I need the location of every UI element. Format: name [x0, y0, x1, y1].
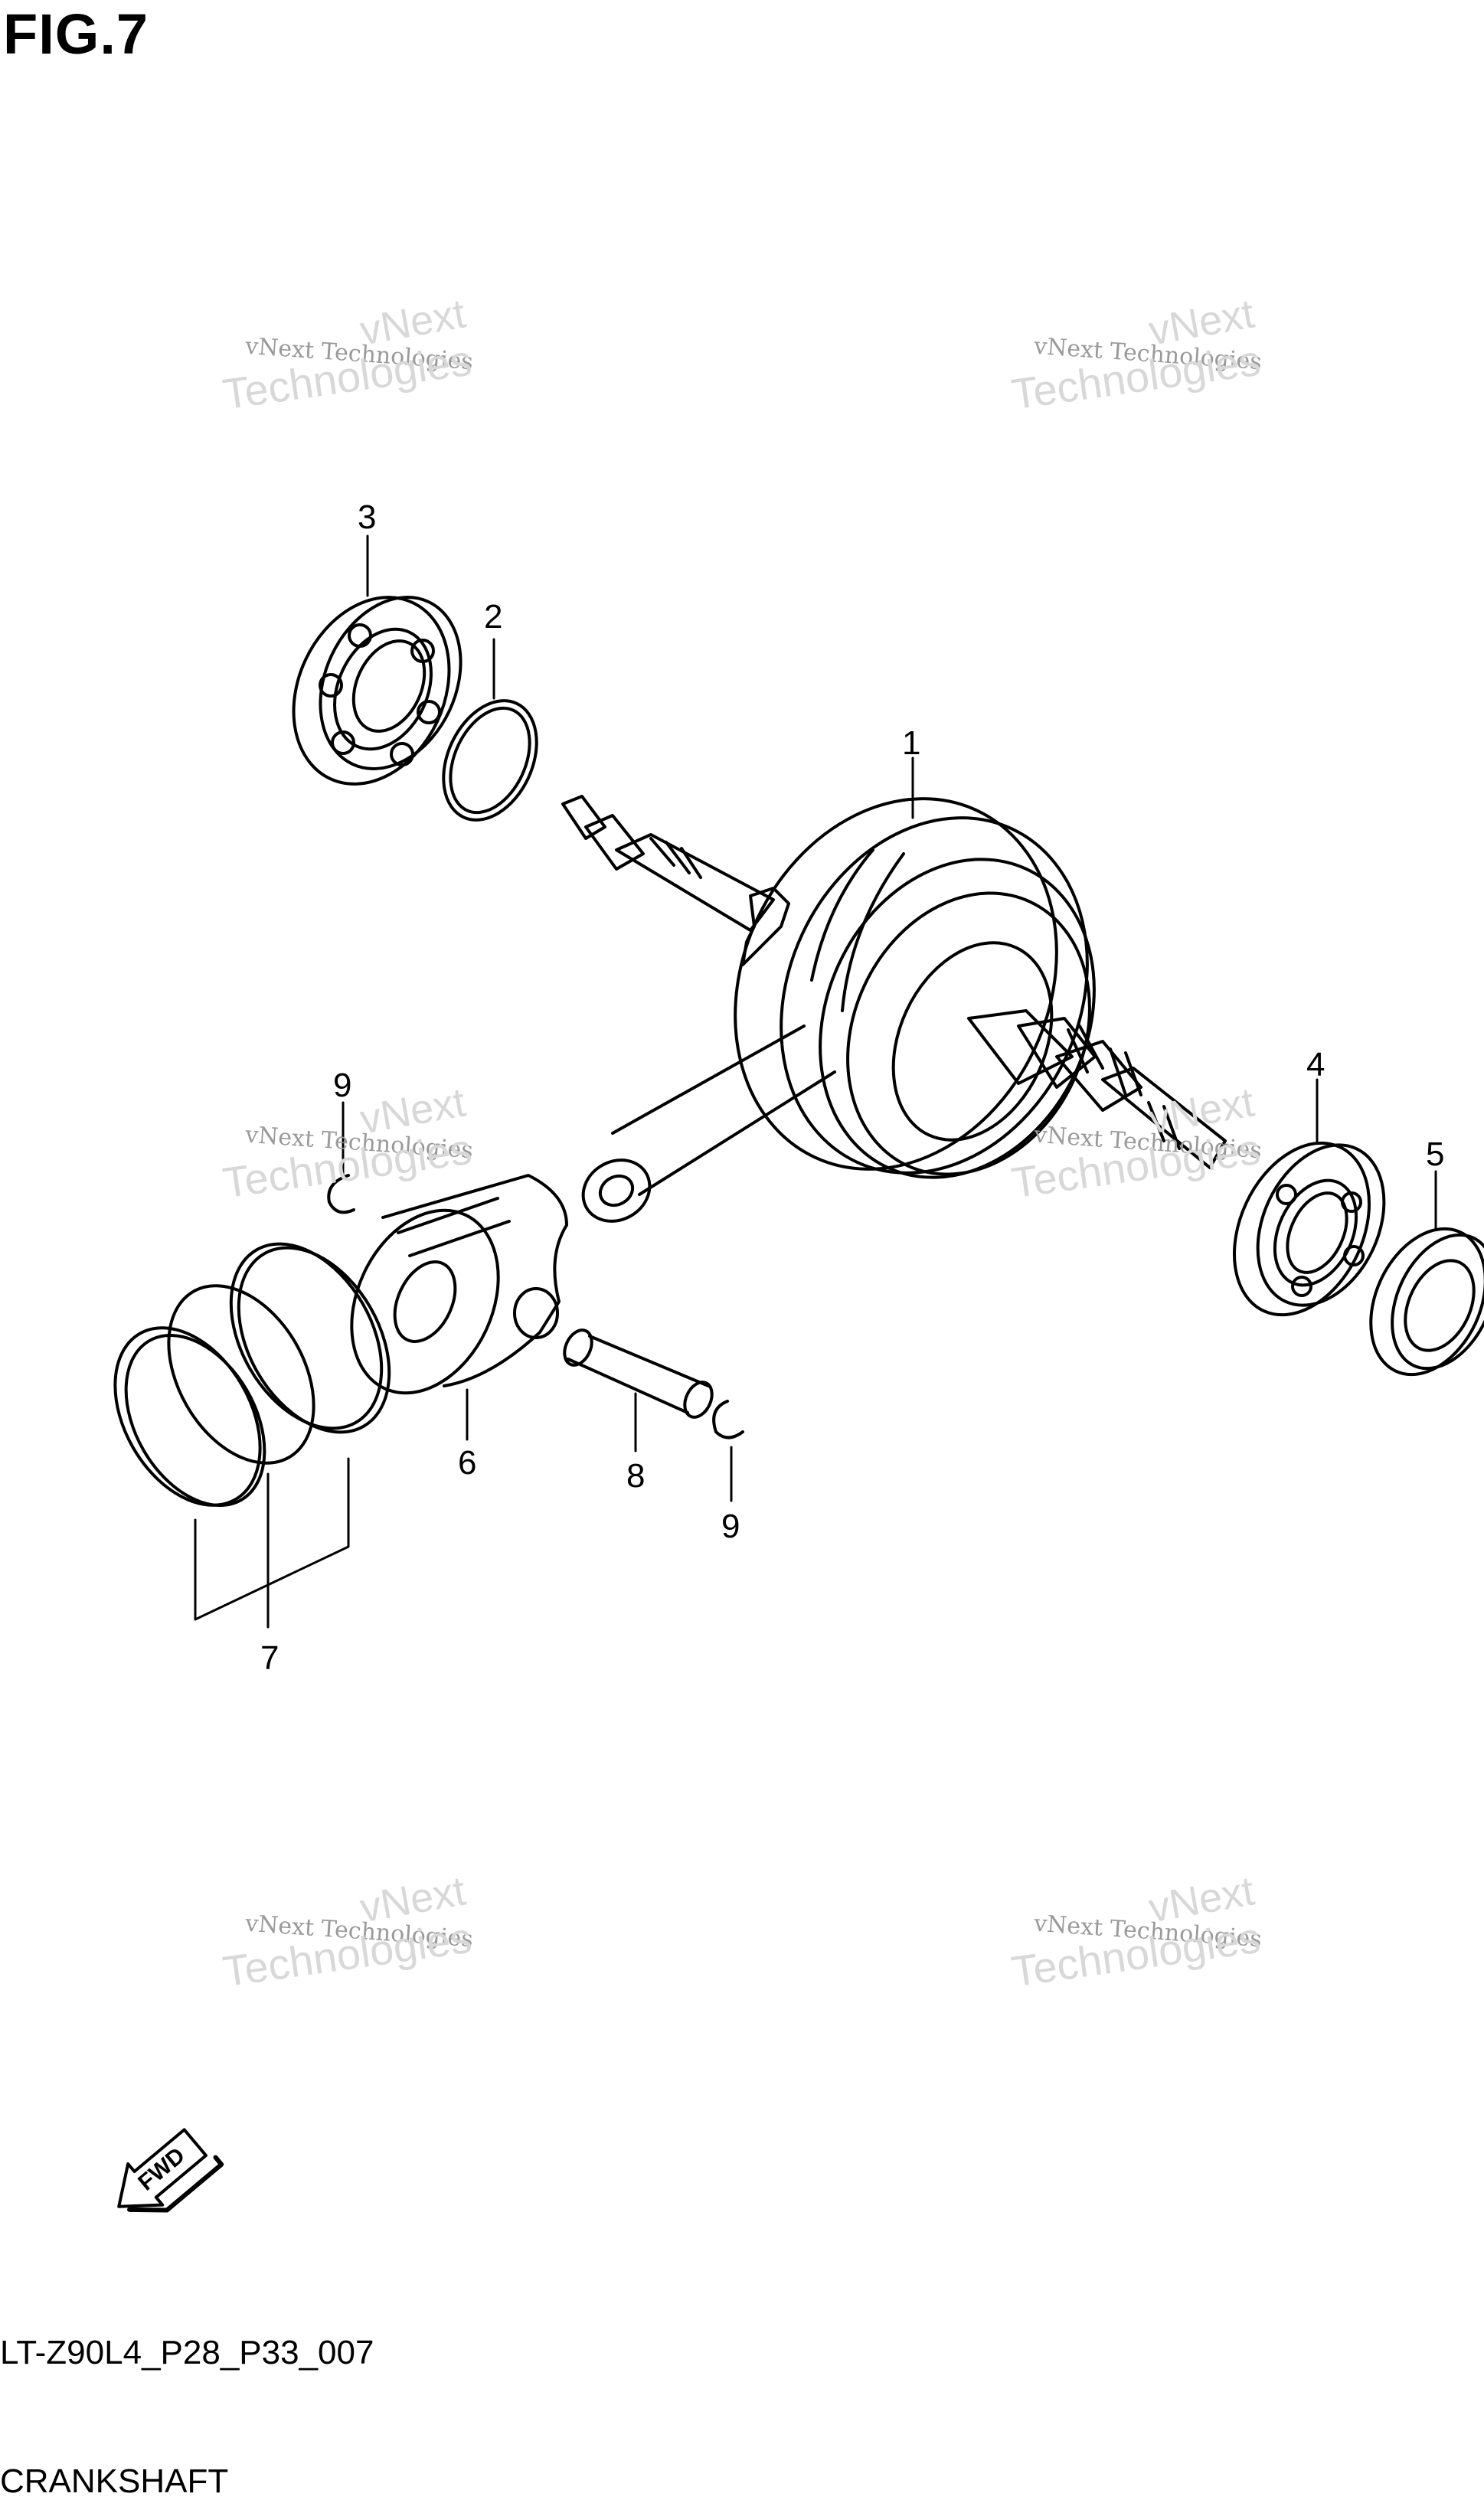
crankshaft-part-1 — [561, 795, 1227, 1223]
callout-8: 8 — [626, 1457, 645, 1495]
bearing-part-3 — [292, 596, 463, 786]
diagram-name: CRANKSHAFT — [0, 2462, 229, 2500]
callout-4: 4 — [1306, 1046, 1325, 1083]
pin-part-8 — [563, 1328, 714, 1419]
diagram-code: LT-Z90L4_P28_P33_007 — [0, 2334, 374, 2371]
callout-3: 3 — [358, 498, 376, 536]
rings-part-7 — [113, 1242, 391, 1507]
callout-9-upper: 9 — [333, 1067, 351, 1104]
leader-lines — [194, 534, 1437, 1629]
callout-9-lower: 9 — [721, 1508, 740, 1545]
circlip-part-9-lower — [712, 1400, 744, 1440]
bearing-part-4 — [1233, 1141, 1386, 1317]
callout-2: 2 — [484, 598, 502, 636]
figure-title: FIG.7 — [3, 2, 149, 66]
ring-part-2 — [442, 699, 538, 822]
callout-1: 1 — [902, 724, 920, 762]
callout-5: 5 — [1426, 1136, 1444, 1173]
callout-7: 7 — [260, 1639, 279, 1677]
fwd-arrow — [117, 2128, 224, 2213]
callout-6: 6 — [458, 1444, 476, 1482]
piston-part-6 — [350, 1174, 568, 1395]
seal-part-5 — [1369, 1227, 1484, 1377]
circlip-part-9-upper — [327, 1174, 355, 1214]
